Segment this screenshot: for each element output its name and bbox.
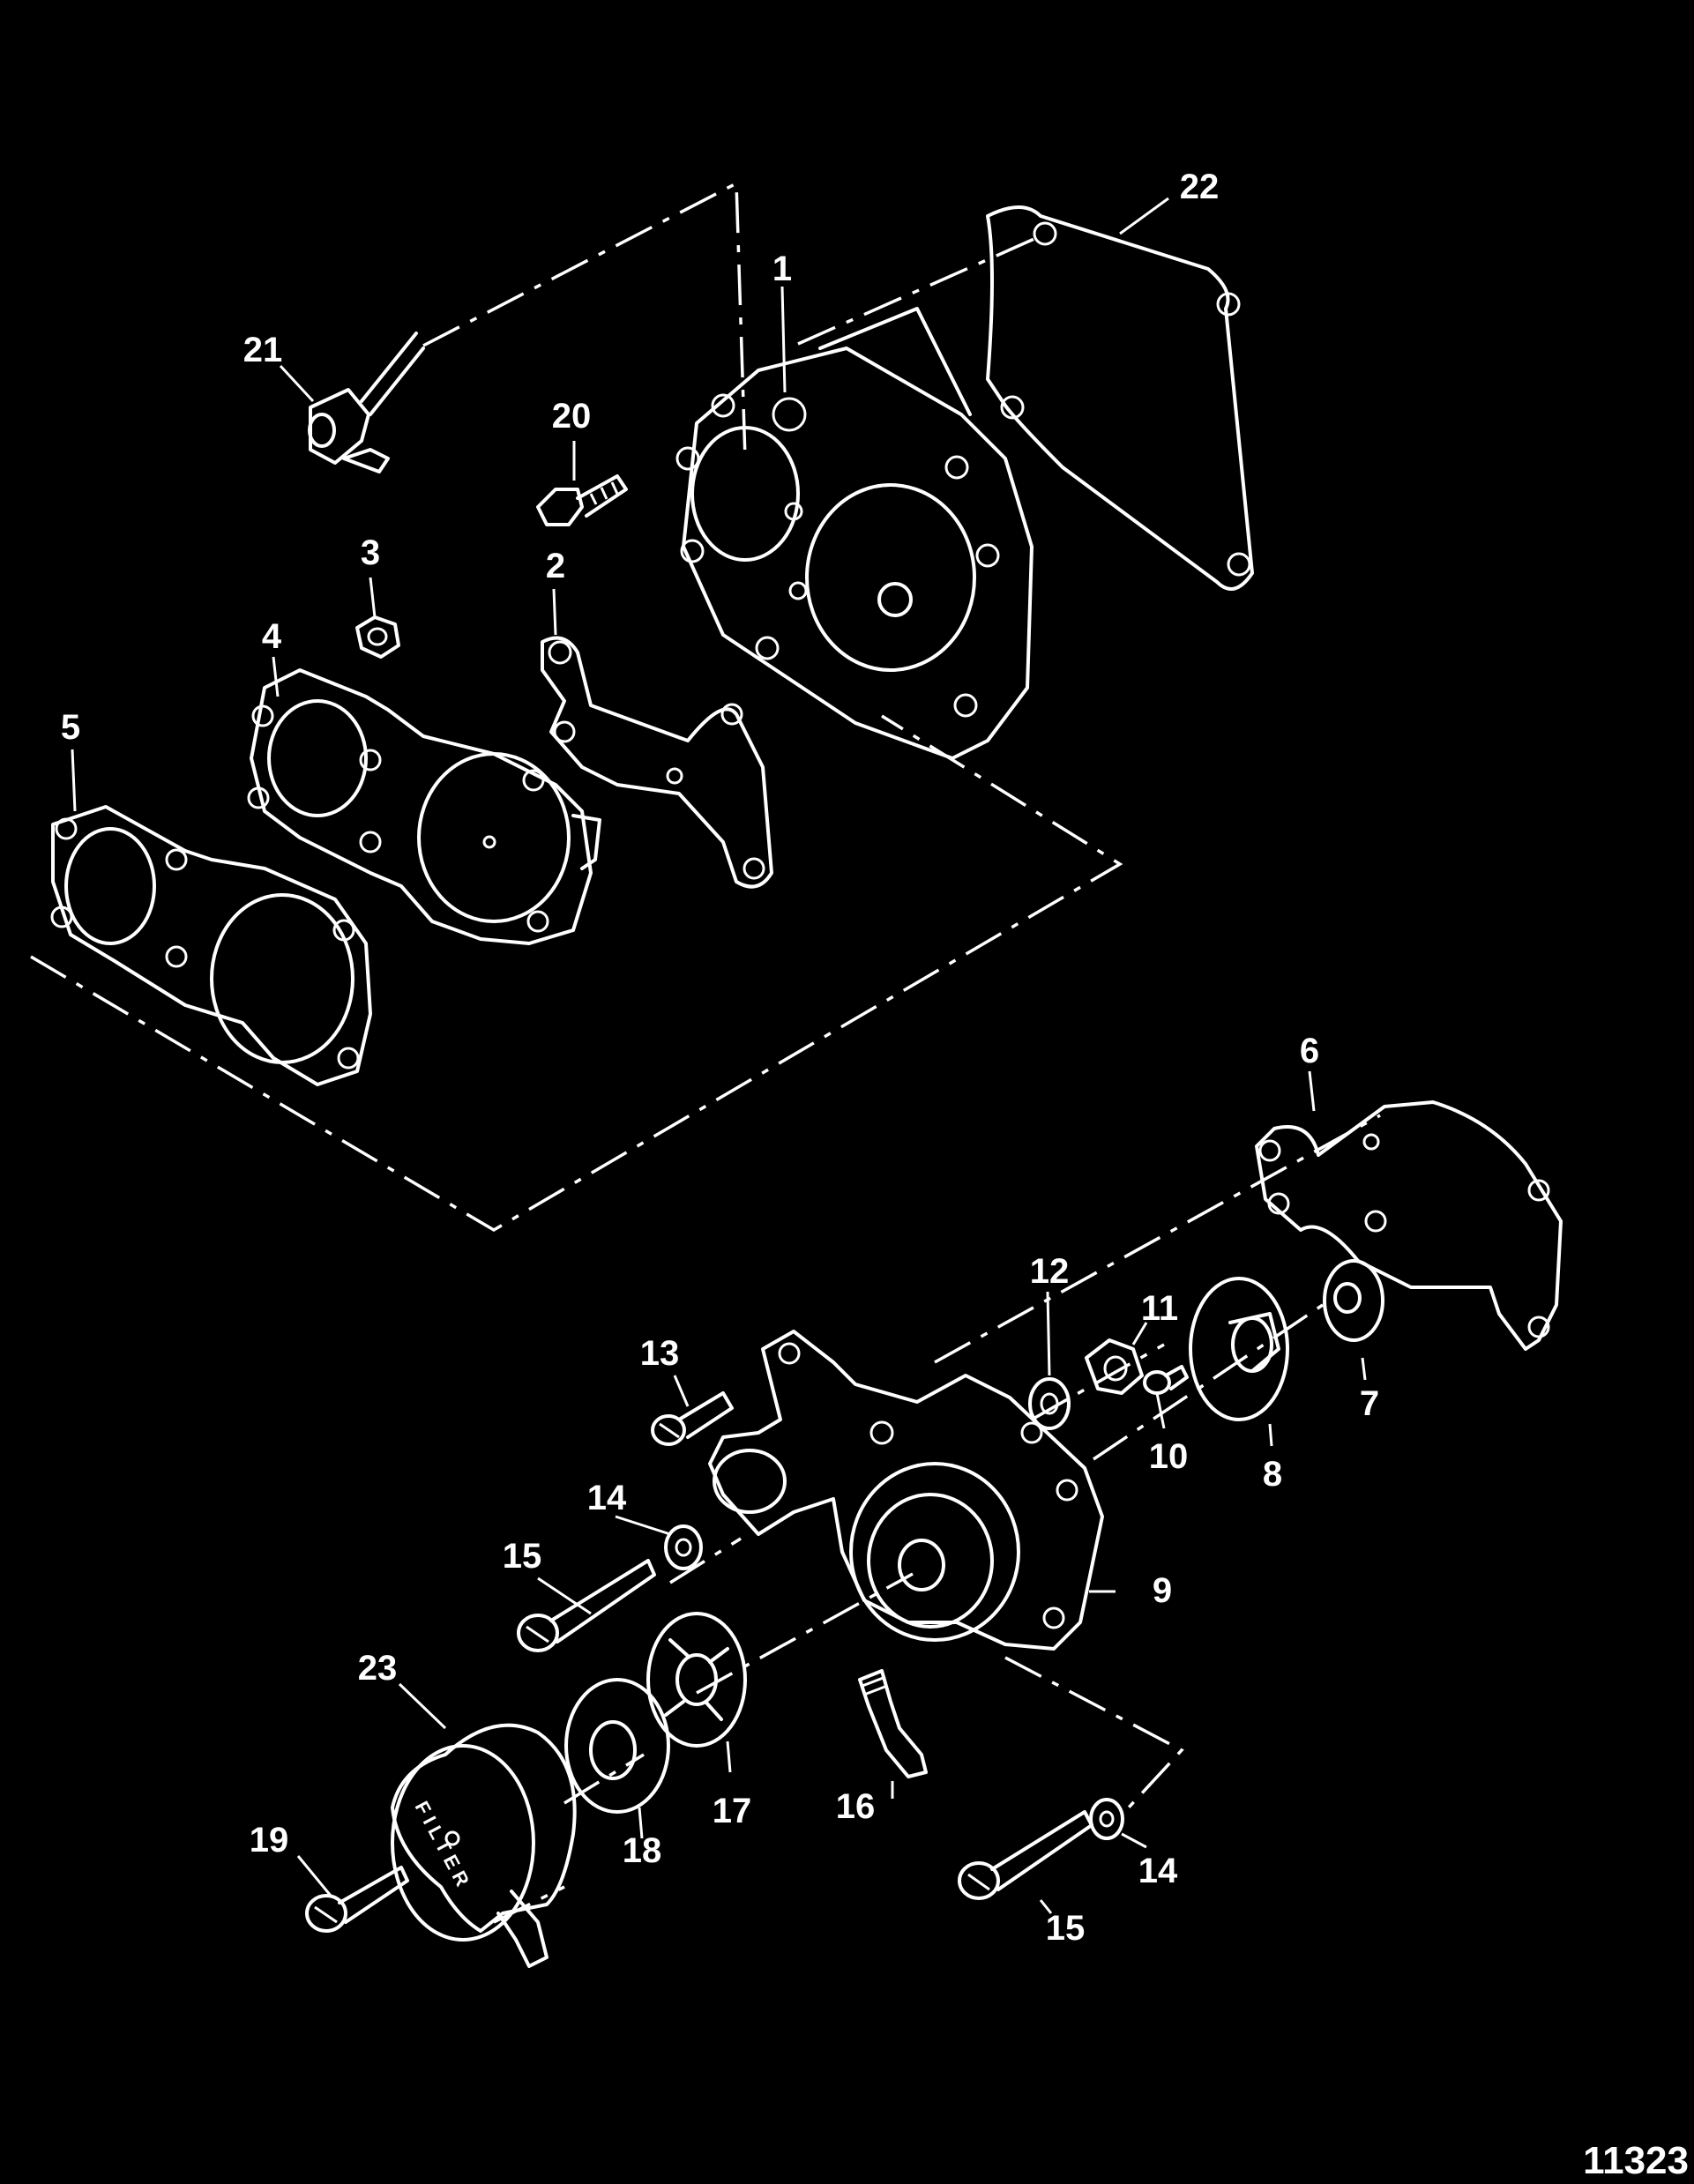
part-21-elbow-fitting xyxy=(308,332,425,473)
callout-13: 13 xyxy=(640,1334,680,1373)
part-19-screw xyxy=(305,1866,409,1933)
part-18-washer xyxy=(564,1678,670,1814)
part-12-washer xyxy=(1028,1377,1071,1430)
part-8-diaphragm xyxy=(1189,1277,1289,1421)
callout-22: 22 xyxy=(1180,168,1220,206)
callout-19: 19 xyxy=(250,1821,289,1860)
part-2-bracket xyxy=(541,636,773,889)
callout-21: 21 xyxy=(243,331,283,369)
part-22-gasket xyxy=(986,205,1254,591)
callout-16: 16 xyxy=(836,1787,876,1826)
part-5-gasket xyxy=(50,805,372,1086)
part-13-screw xyxy=(651,1391,734,1446)
callout-4: 4 xyxy=(262,617,282,656)
part-1-pump-body xyxy=(675,307,1034,760)
part-14-washer-lower xyxy=(1089,1798,1124,1840)
part-15-screw-lower xyxy=(958,1810,1093,1900)
callout-20: 20 xyxy=(552,397,592,436)
callout-5: 5 xyxy=(61,708,80,747)
callout-2: 2 xyxy=(546,547,565,585)
callout-14-lower: 14 xyxy=(1138,1852,1178,1890)
part-10-screw xyxy=(1143,1365,1189,1395)
lower-assembly-leaders xyxy=(493,1114,1381,1924)
callout-7: 7 xyxy=(1360,1384,1379,1423)
part-11-nut xyxy=(1085,1338,1144,1395)
part-15-screw-upper xyxy=(517,1559,656,1652)
callout-9: 9 xyxy=(1153,1571,1172,1610)
callout-18: 18 xyxy=(623,1831,662,1870)
callout-labels: 22 1 21 20 3 2 4 5 6 12 11 13 7 10 8 14 … xyxy=(61,168,1379,1948)
callout-15-upper: 15 xyxy=(503,1537,542,1576)
part-14-washer-upper xyxy=(664,1524,703,1570)
callout-3: 3 xyxy=(361,533,380,572)
callout-23: 23 xyxy=(358,1649,398,1688)
callout-15-lower: 15 xyxy=(1046,1909,1086,1948)
part-16-fitting xyxy=(858,1669,928,1778)
callout-14-upper: 14 xyxy=(587,1479,627,1517)
part-20-bolt xyxy=(536,474,628,526)
callout-1: 1 xyxy=(772,250,792,288)
filter-label: FILTER xyxy=(411,1798,476,1895)
callout-11: 11 xyxy=(1141,1289,1178,1328)
part-17-impeller xyxy=(646,1612,747,1748)
upper-assembly-boundary xyxy=(30,181,1123,1233)
callout-6: 6 xyxy=(1300,1032,1319,1070)
part-3-nut xyxy=(355,615,400,659)
callout-17: 17 xyxy=(713,1792,752,1830)
part-4-cover-plate xyxy=(247,668,601,945)
part-23-filter-cover: FILTER xyxy=(391,1723,577,1968)
callout-8: 8 xyxy=(1263,1455,1282,1494)
part-7-seal xyxy=(1323,1259,1384,1342)
callout-10: 10 xyxy=(1149,1437,1189,1476)
figure-id: 11323 xyxy=(1583,2139,1689,2182)
part-9-pump-housing xyxy=(708,1330,1104,1651)
part-6-gasket xyxy=(1255,1100,1563,1351)
callout-12: 12 xyxy=(1030,1252,1070,1291)
callout-leaders xyxy=(71,197,1367,1914)
